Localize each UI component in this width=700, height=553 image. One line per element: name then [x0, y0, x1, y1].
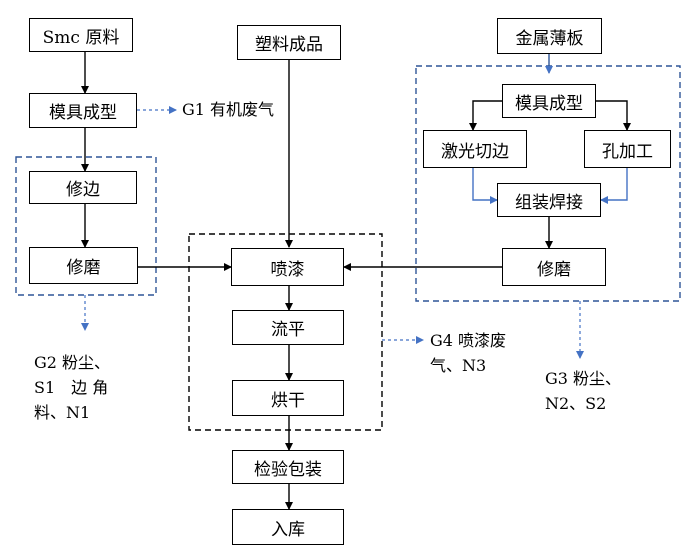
node-grinding-right: 修磨 — [502, 248, 606, 286]
label-g3-line2: N2、S2 — [545, 394, 607, 413]
label-g1: G1 有机废气 — [182, 100, 275, 119]
node-spray-paint: 喷漆 — [231, 248, 344, 286]
node-metal-sheet: 金属薄板 — [497, 18, 602, 54]
label-g4-line1: G4 喷漆废 — [430, 331, 507, 350]
node-inspection-packing: 检验包装 — [232, 450, 344, 484]
arrow-molding-to-hole — [596, 100, 631, 131]
node-smc-raw: Smc 原料 — [29, 18, 133, 52]
label-g2-line2: S1 边 角 — [34, 378, 109, 397]
group-center-paint — [188, 233, 383, 431]
node-molding-left: 模具成型 — [29, 93, 137, 128]
group-left-trim — [15, 156, 157, 296]
node-laser-cut: 激光切边 — [423, 130, 527, 168]
label-g2-line1: G2 粉尘、 — [34, 353, 111, 372]
arrow-hole-to-assembly — [600, 168, 628, 204]
arrow-laser-to-assembly — [472, 168, 498, 204]
node-hole-machining: 孔加工 — [584, 130, 671, 168]
node-plastic-product: 塑料成品 — [237, 25, 341, 60]
label-g3-line1: G3 粉尘、 — [545, 369, 622, 388]
node-assembly-welding: 组装焊接 — [497, 183, 601, 217]
node-grinding-left: 修磨 — [29, 247, 138, 284]
node-molding-right: 模具成型 — [502, 84, 596, 118]
label-g2-line3: 料、N1 — [34, 403, 91, 422]
node-warehousing: 入库 — [232, 509, 344, 545]
label-g4-line2: 气、N3 — [430, 356, 487, 375]
node-trimming: 修边 — [29, 171, 137, 204]
node-drying: 烘干 — [232, 380, 344, 416]
node-leveling: 流平 — [232, 310, 344, 345]
arrow-molding-to-laser — [469, 100, 502, 131]
